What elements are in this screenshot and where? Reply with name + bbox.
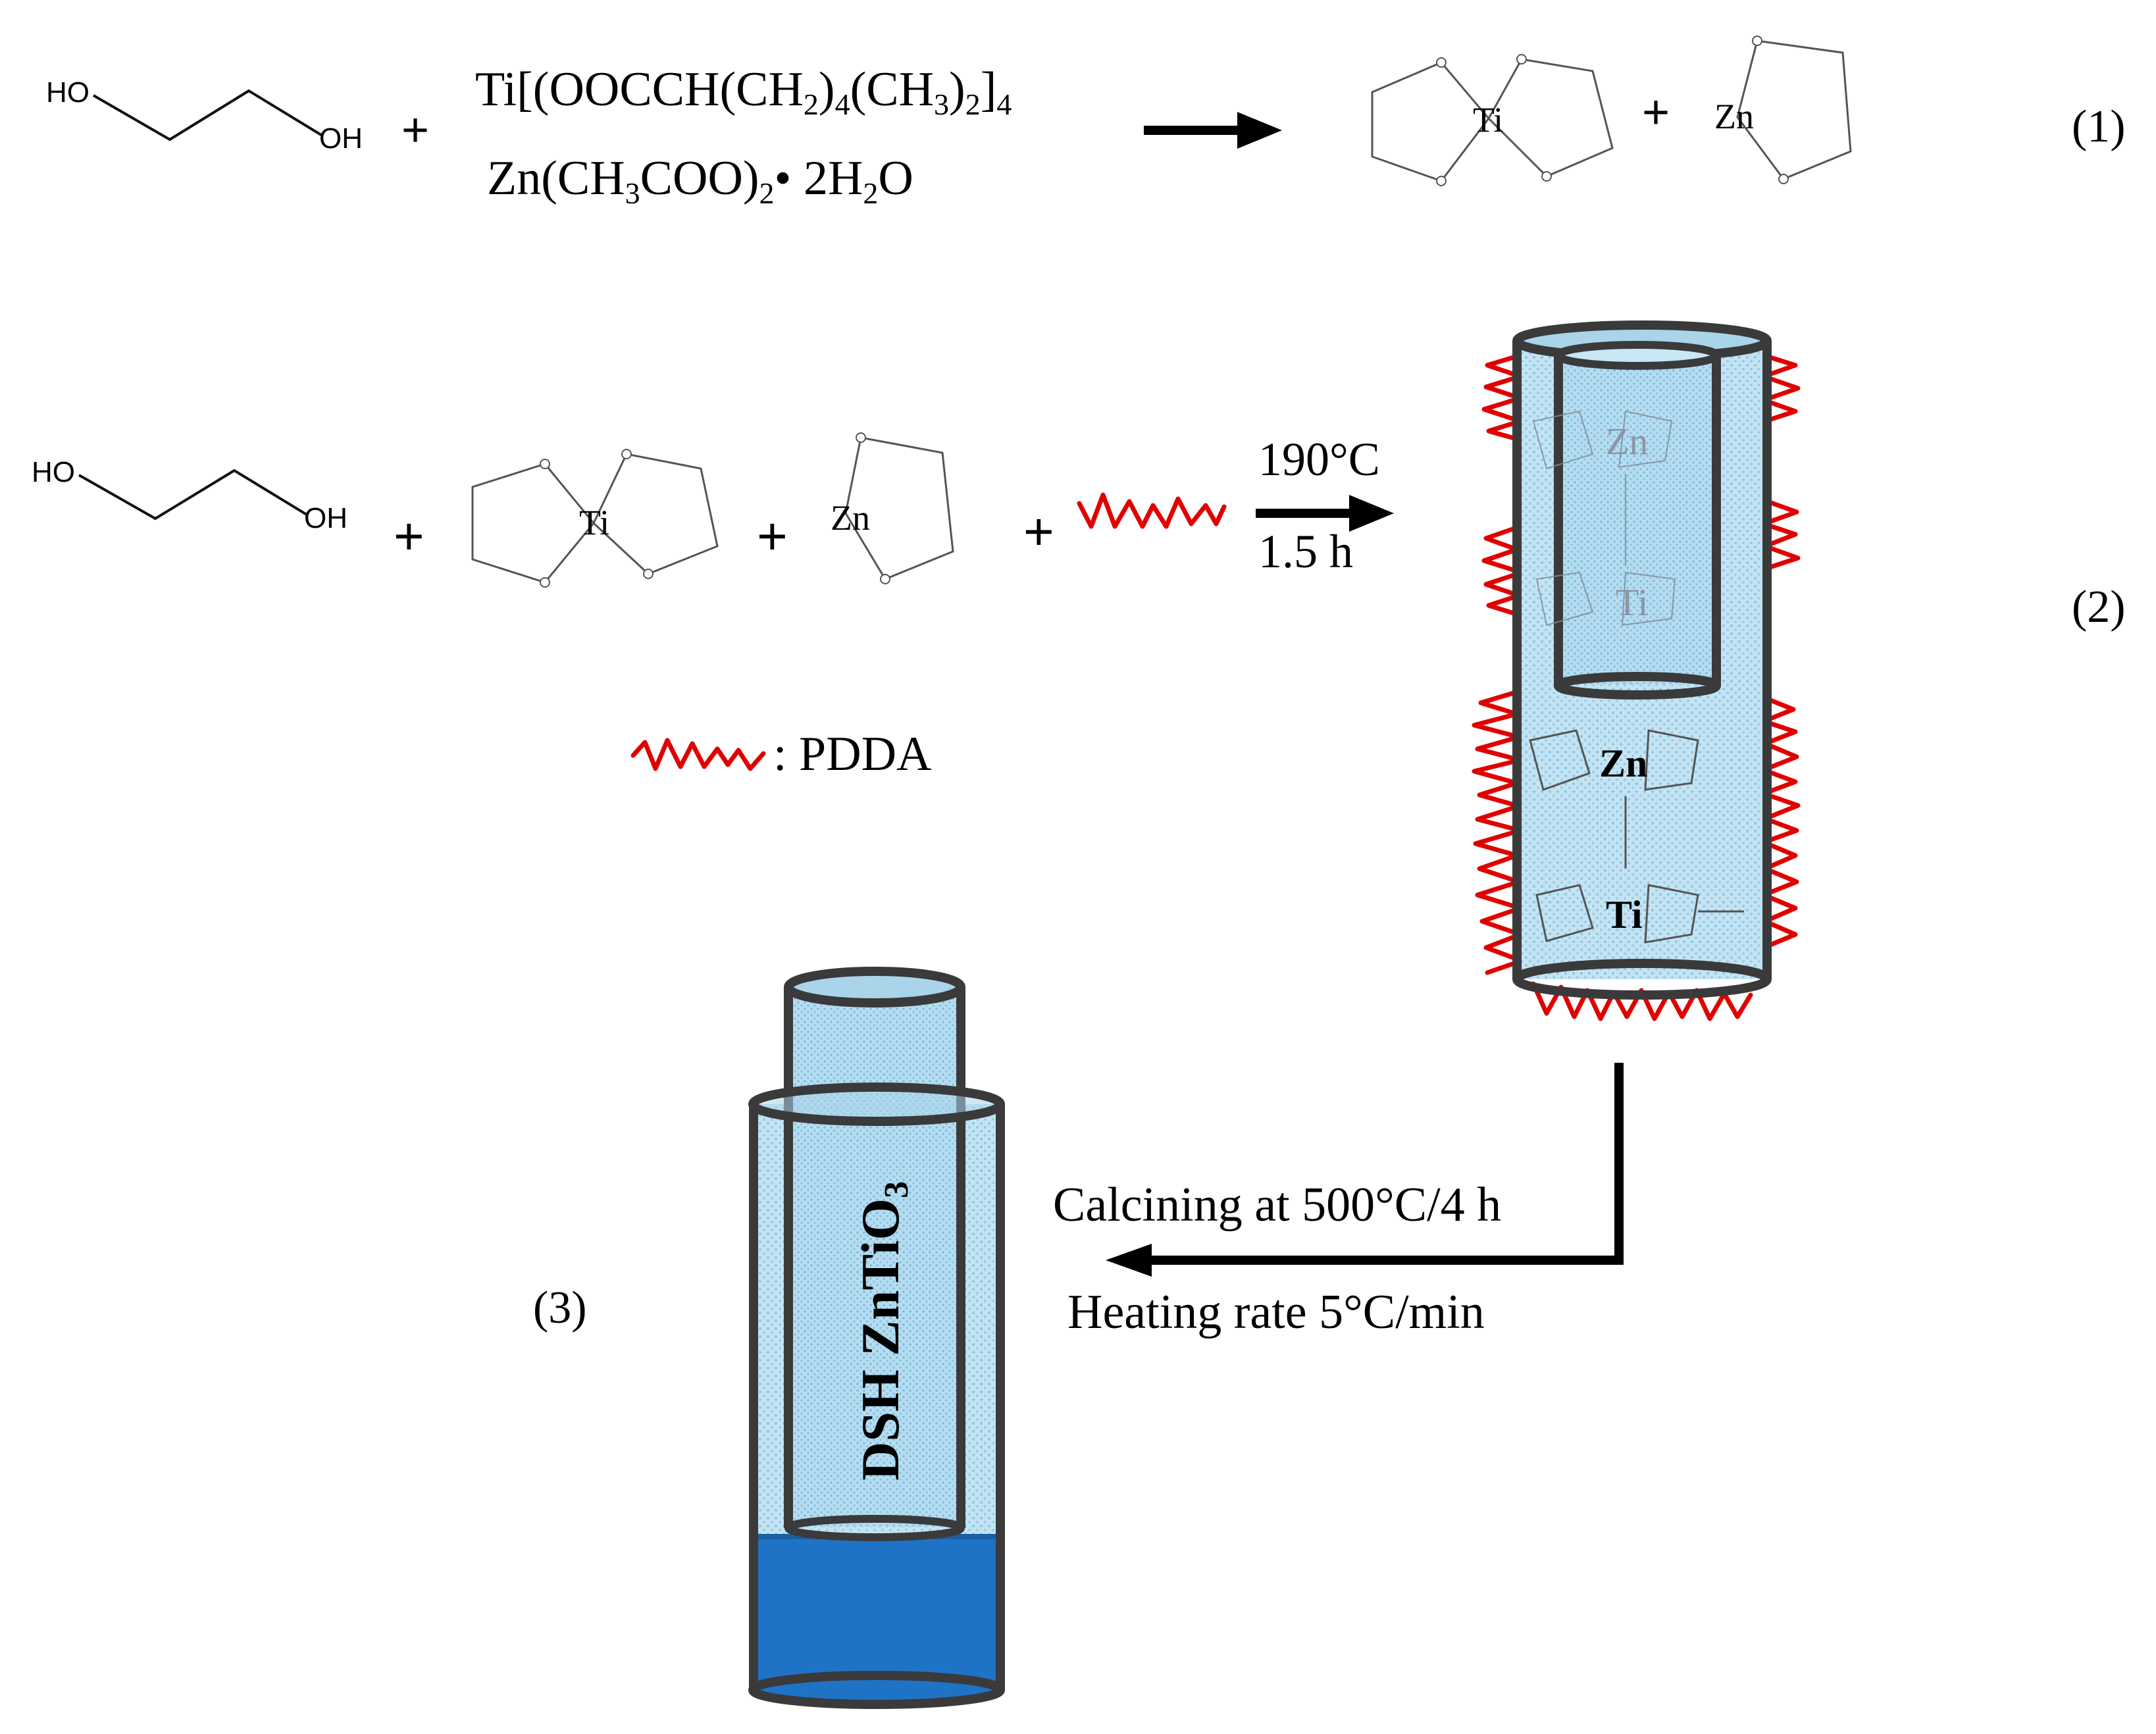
reaction-arrow: [1256, 495, 1394, 532]
reaction-arrow: [1144, 112, 1282, 149]
plus-sign: +: [1023, 502, 1054, 561]
inner-tube-rim: [1554, 341, 1720, 370]
oh-label: OH: [319, 122, 363, 155]
complex-zn: Zn: [1529, 729, 1699, 869]
zn-glycolate-complex: Zn: [831, 432, 954, 584]
dsh-zntio3-tube: DSH ZnTiO3: [748, 967, 1005, 1709]
condition-temperature: 190°C: [1258, 433, 1380, 486]
complex-label: Ti: [1606, 893, 1643, 936]
zn-precursor-formula: Zn(CH3COO)2• 2H2O: [487, 151, 913, 210]
pdda-coated-nanotube: Zn Ti Zn Ti: [1472, 320, 1801, 1021]
inner-tube-body: [1558, 355, 1716, 684]
condition-heating-rate: Heating rate 5°C/min: [1067, 1285, 1485, 1339]
reaction-1: HO OH + Ti[(OOCCH(CH2)4(CH3)2]4 Zn(CH3CO…: [46, 36, 2126, 210]
calcination-arrow: [1106, 1063, 1624, 1277]
oh-label: OH: [304, 502, 347, 534]
condition-time: 1.5 h: [1258, 525, 1353, 578]
ho-label: HO: [46, 76, 90, 109]
ti-precursor-formula: Ti[(OOCCH(CH2)4(CH3)2]4: [475, 63, 1012, 121]
ti-label: Ti: [1473, 100, 1503, 140]
complex-label: Ti: [1616, 581, 1649, 624]
inner-tube-rim: [784, 967, 965, 1007]
condition-calcining: Calcining at 500°C/4 h: [1053, 1178, 1501, 1232]
outer-tube-rim: [748, 1083, 1005, 1126]
equation-number: (1): [2072, 101, 2126, 152]
plus-sign: +: [394, 507, 424, 565]
pdda-wave-icon: [630, 738, 766, 771]
tube-base: [754, 1537, 1000, 1690]
zn-glycolate-complex: Zn: [1714, 36, 1852, 184]
reaction-3: Calcining at 500°C/4 h Heating rate 5°C/…: [533, 967, 1624, 1709]
reaction-2: HO OH + Ti + Zn + 190°C: [32, 320, 2126, 1021]
ho-label: HO: [32, 456, 75, 488]
complex-ti: Ti: [1535, 884, 1744, 944]
ti-glycolate-complex: Ti: [471, 449, 719, 588]
faint-complex: Zn Ti: [1532, 410, 1676, 626]
inner-tube-body: [788, 987, 961, 1527]
complex-label: Zn: [1599, 742, 1647, 785]
equation-number: (2): [2072, 582, 2126, 632]
plus-sign: +: [757, 507, 788, 565]
product-label: DSH ZnTiO3: [850, 1181, 915, 1481]
ethylene-glycol-structure: HO OH: [32, 456, 347, 534]
plus-sign: +: [1642, 86, 1670, 139]
ethylene-glycol-structure: HO OH: [46, 76, 363, 155]
ti-glycolate-complex: Ti: [1371, 54, 1614, 186]
plus-sign: +: [401, 104, 429, 157]
equation-number: (3): [533, 1283, 587, 1333]
zn-label: Zn: [831, 498, 870, 538]
legend: : PDDA: [630, 727, 932, 781]
complex-label: Zn: [1606, 420, 1648, 463]
ti-label: Ti: [579, 503, 609, 542]
legend-label: : PDDA: [773, 727, 932, 781]
pdda-wave-icon: [1077, 492, 1227, 529]
zn-label: Zn: [1714, 97, 1754, 136]
